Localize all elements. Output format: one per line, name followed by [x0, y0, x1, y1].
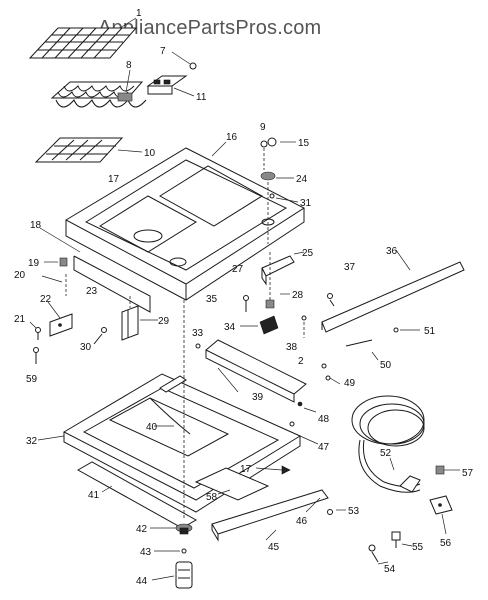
callout-19: 19	[28, 258, 40, 269]
callout-45: 45	[268, 542, 280, 553]
heating-element-part	[50, 69, 147, 108]
callout-55: 55	[412, 542, 424, 553]
callout-2: 2	[298, 356, 304, 367]
callout-56: 56	[440, 538, 452, 549]
callout-21: 21	[14, 314, 26, 325]
callout-35: 35	[206, 294, 218, 305]
callout-34: 34	[224, 322, 236, 333]
callout-48: 48	[318, 414, 330, 425]
callout-39: 39	[252, 392, 264, 403]
callout-57: 57	[462, 468, 474, 479]
bracket-34-part	[240, 295, 279, 335]
callout-36: 36	[386, 246, 398, 257]
callout-10: 10	[144, 148, 156, 159]
callout-24: 24	[296, 174, 308, 185]
callout-58: 58	[206, 492, 218, 503]
callout-53: 53	[348, 506, 360, 517]
callout-1: 1	[136, 8, 142, 19]
knob-parts-right	[260, 137, 299, 244]
callout-16: 16	[226, 132, 238, 143]
callout-42: 42	[136, 524, 148, 535]
callout-51: 51	[424, 326, 436, 337]
callout-18: 18	[30, 220, 42, 231]
callout-40: 40	[146, 422, 158, 433]
callout-22: 22	[40, 294, 52, 305]
small-fasteners-part	[368, 495, 453, 565]
bottom-frame-part	[37, 373, 319, 529]
bottom-strip-part	[211, 489, 346, 542]
callout-8: 8	[126, 60, 132, 71]
callout-23: 23	[86, 286, 98, 297]
callout-25: 25	[302, 248, 314, 259]
callout-37: 37	[344, 262, 356, 273]
callout-30: 30	[80, 342, 92, 353]
callout-41: 41	[88, 490, 100, 501]
terminal-block-part	[146, 75, 195, 97]
jar-assembly-part	[150, 300, 193, 589]
clip-17-part	[255, 465, 291, 475]
callout-15: 15	[298, 138, 310, 149]
bracket-25-part	[261, 251, 305, 309]
callout-27: 27	[232, 264, 244, 275]
callout-29: 29	[158, 316, 170, 327]
callout-43: 43	[140, 547, 152, 558]
callout-38: 38	[286, 342, 298, 353]
callout-11: 11	[196, 92, 207, 103]
power-cord-part	[351, 395, 460, 493]
back-rail-part	[301, 249, 465, 385]
screw-7-part	[171, 51, 197, 70]
callout-54: 54	[384, 564, 396, 575]
callout-9: 9	[260, 122, 266, 133]
callout-33: 33	[192, 328, 204, 339]
hinge-29-part	[93, 296, 158, 345]
callout-28: 28	[292, 290, 304, 301]
callout-59: 59	[26, 374, 38, 385]
watermark: AppliancePartsPros.com	[98, 17, 321, 39]
callout-17-top: 17	[108, 174, 120, 185]
callout-labels: 1 7 8 11 10 9 15 16 24 31 17 18 19 20 23…	[14, 8, 474, 587]
callout-46: 46	[296, 516, 308, 527]
callout-20: 20	[14, 270, 26, 281]
callout-50: 50	[380, 360, 392, 371]
front-rail-part	[195, 339, 317, 413]
rack-grid-part	[28, 17, 138, 59]
callout-52: 52	[380, 448, 392, 459]
callout-49: 49	[344, 378, 356, 389]
cooktop-body-part	[64, 141, 306, 301]
callout-17-bottom: 17	[240, 464, 252, 475]
drip-pan-part	[34, 137, 143, 163]
callout-31: 31	[300, 198, 312, 209]
callout-44: 44	[136, 576, 148, 587]
callout-47: 47	[318, 442, 330, 453]
side-panel-part	[39, 227, 151, 313]
bracket-22-part	[29, 301, 73, 364]
callout-7: 7	[160, 46, 166, 57]
callout-32: 32	[26, 436, 38, 447]
